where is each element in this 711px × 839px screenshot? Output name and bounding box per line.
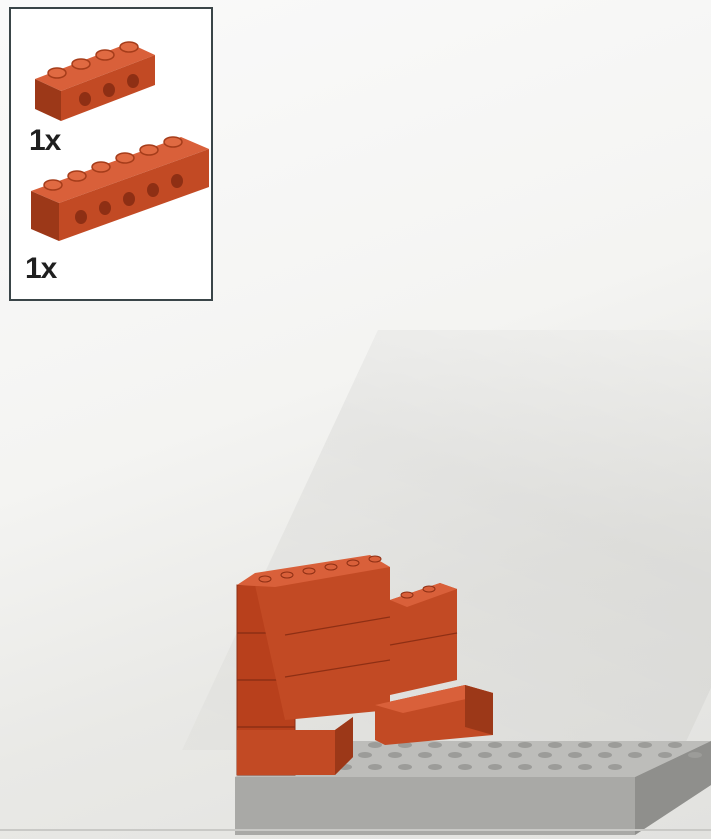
technic-brick-1x6-icon [19, 129, 209, 249]
part-quantity-2: 1x [25, 252, 56, 286]
technic-brick-1x4-icon [21, 17, 171, 127]
assembly-model-icon [225, 545, 711, 839]
parts-callout: 1x 1x [9, 7, 213, 301]
page-divider [0, 829, 711, 831]
